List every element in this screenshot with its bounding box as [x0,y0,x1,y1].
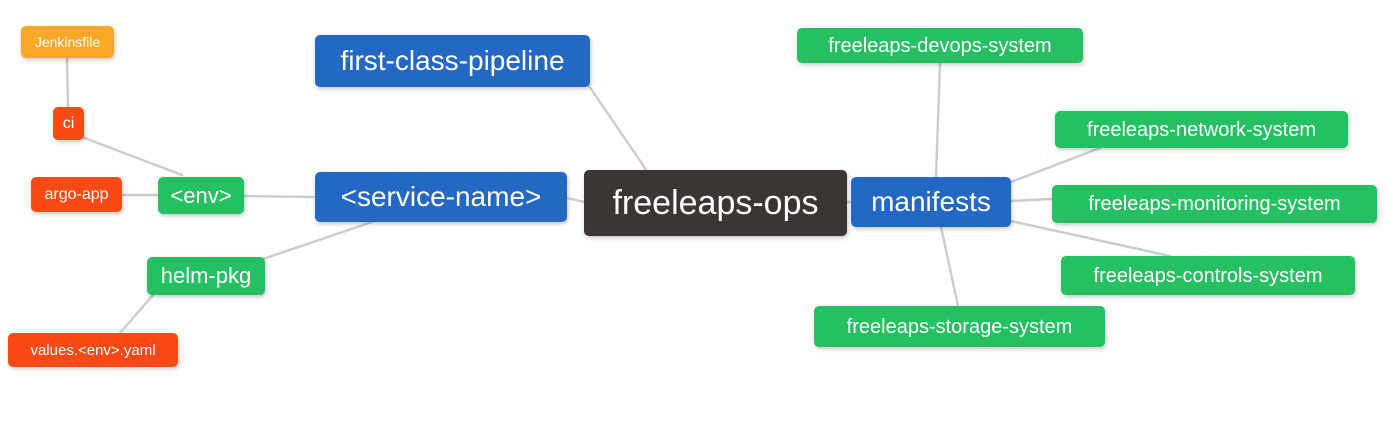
edge-first-class-pipeline-to-freeleaps-ops [587,84,649,173]
node-argo-app[interactable]: argo-app [31,177,122,212]
node-freeleaps-ops[interactable]: freeleaps-ops [584,170,847,236]
edge-service-name-to-helm-pkg [261,220,374,261]
edge-manifests-to-monitoring-system [1009,197,1054,203]
edge-helm-pkg-to-values-env-yaml [118,293,155,335]
edge-manifests-to-storage-system [939,225,960,308]
node-ci[interactable]: ci [53,107,84,140]
edge-manifests-to-controls-system [1009,219,1172,258]
edge-manifests-to-devops-system [934,61,942,179]
node-helm-pkg[interactable]: helm-pkg [147,257,265,295]
node-controls-system[interactable]: freeleaps-controls-system [1061,256,1355,295]
node-monitoring-system[interactable]: freeleaps-monitoring-system [1052,185,1377,223]
edge-ci-to-env [80,135,184,177]
edge-jenkinsfile-to-ci [65,56,70,109]
node-network-system[interactable]: freeleaps-network-system [1055,111,1348,148]
node-devops-system[interactable]: freeleaps-devops-system [797,28,1083,63]
edge-manifests-to-network-system [1009,146,1102,184]
node-first-class-pipeline[interactable]: first-class-pipeline [315,35,590,87]
node-service-name[interactable]: <service-name> [315,172,567,222]
node-values-env-yaml[interactable]: values.<env>.yaml [8,333,178,367]
edge-env-to-service-name [242,194,317,199]
edge-service-name-to-freeleaps-ops [565,196,586,204]
node-env[interactable]: <env> [158,177,244,214]
node-manifests[interactable]: manifests [851,177,1011,227]
node-jenkinsfile[interactable]: Jenkinsfile [21,26,114,58]
node-storage-system[interactable]: freeleaps-storage-system [814,306,1105,347]
